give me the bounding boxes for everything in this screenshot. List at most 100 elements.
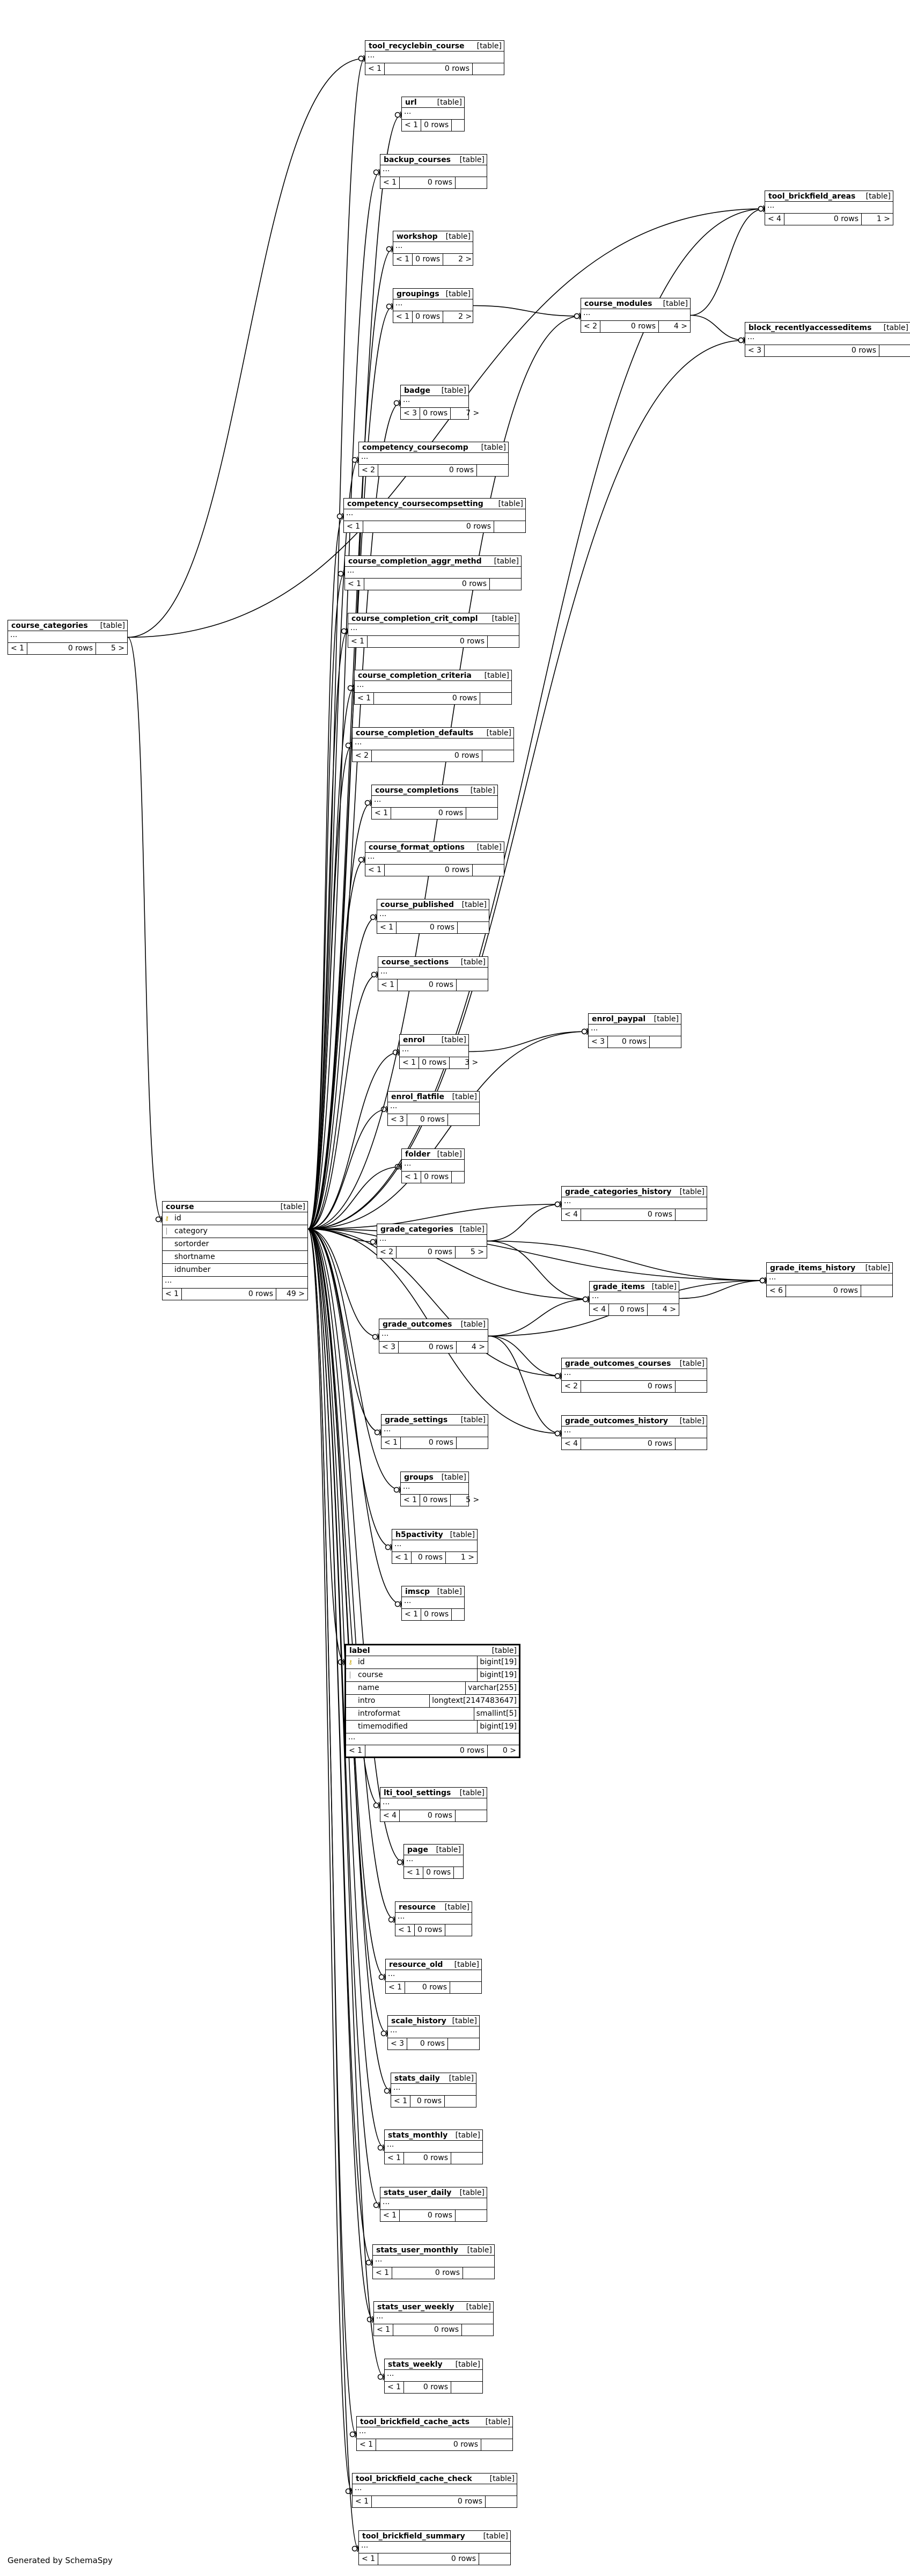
column-type: bigint[19]: [477, 1721, 517, 1733]
crowfoot-optional-marker: [373, 169, 379, 175]
crowfoot-optional-marker: [385, 1544, 391, 1550]
parents-count: < 6: [769, 1286, 783, 1295]
crowfoot-optional-marker: [388, 1916, 394, 1923]
table-course-completion-crit-compl[interactable]: [table]course_completion_crit_compl...< …: [348, 613, 519, 648]
parents-count: < 1: [402, 1058, 416, 1067]
table-competency-coursecompsetting[interactable]: [table]competency_coursecompsetting...< …: [343, 498, 526, 533]
table-tool-brickfield-cache-check[interactable]: [table]tool_brickfield_cache_check...< 1…: [352, 2473, 517, 2508]
row-count: 0 rows: [397, 979, 456, 991]
more-columns-ellipsis: ...: [373, 2256, 494, 2267]
table-course-completion-aggr-methd[interactable]: [table]course_completion_aggr_methd...< …: [344, 555, 522, 590]
more-columns-ellipsis: ...: [401, 1483, 468, 1495]
table-type-label: [table]: [476, 843, 502, 852]
crowfoot-optional-marker: [373, 1802, 379, 1809]
table-header: [table]tool_brickfield_areas: [765, 191, 893, 202]
table-header: [table]backup_courses: [380, 155, 487, 165]
table-name: groups: [404, 1473, 434, 1482]
parents-count: < 1: [396, 255, 410, 264]
table-header: [table]folder: [402, 1149, 464, 1160]
more-columns-ellipsis: ...: [353, 738, 513, 750]
table-header: [table]groupings: [393, 289, 473, 299]
table-name: stats_user_monthly: [376, 2246, 458, 2255]
table-header: [table]resource: [395, 1902, 472, 1913]
row-count: 0 rows: [423, 1867, 453, 1878]
table-type-label: [table]: [459, 2189, 485, 2197]
children-count: [480, 693, 511, 704]
more-columns-ellipsis: ...: [345, 567, 521, 579]
children-count: [494, 521, 525, 532]
relationship-course-to-course-sections: [307, 974, 378, 1230]
children-count: 4 >: [647, 1304, 679, 1315]
table-name: course_sections: [381, 958, 449, 967]
table-header: [table]enrol_paypal: [589, 1014, 681, 1024]
relationship-course-categories-to-tool-brickfield-areas: [127, 208, 765, 638]
relationship-grade-categories-to-grade-items: [487, 1240, 590, 1300]
crowfoot-optional-marker: [377, 2145, 384, 2151]
table-name: course_completion_crit_compl: [351, 614, 478, 623]
parents-count: < 4: [564, 1439, 578, 1448]
column-spacer: [165, 1251, 172, 1263]
row-count: 0 rows: [396, 1247, 455, 1258]
table-type-label: [table]: [445, 290, 471, 298]
table-header: [table]stats_user_weekly: [374, 2302, 493, 2312]
children-count: [445, 1924, 476, 1936]
children-count: [457, 922, 489, 933]
foreign-key-icon: │: [165, 1228, 168, 1235]
crowfoot-optional-marker: [581, 1028, 588, 1035]
table-block-recentlyaccesseditems[interactable]: [table]block_recentlyaccesseditems...< 3…: [745, 322, 910, 357]
column-type: bigint[19]: [477, 1656, 517, 1668]
